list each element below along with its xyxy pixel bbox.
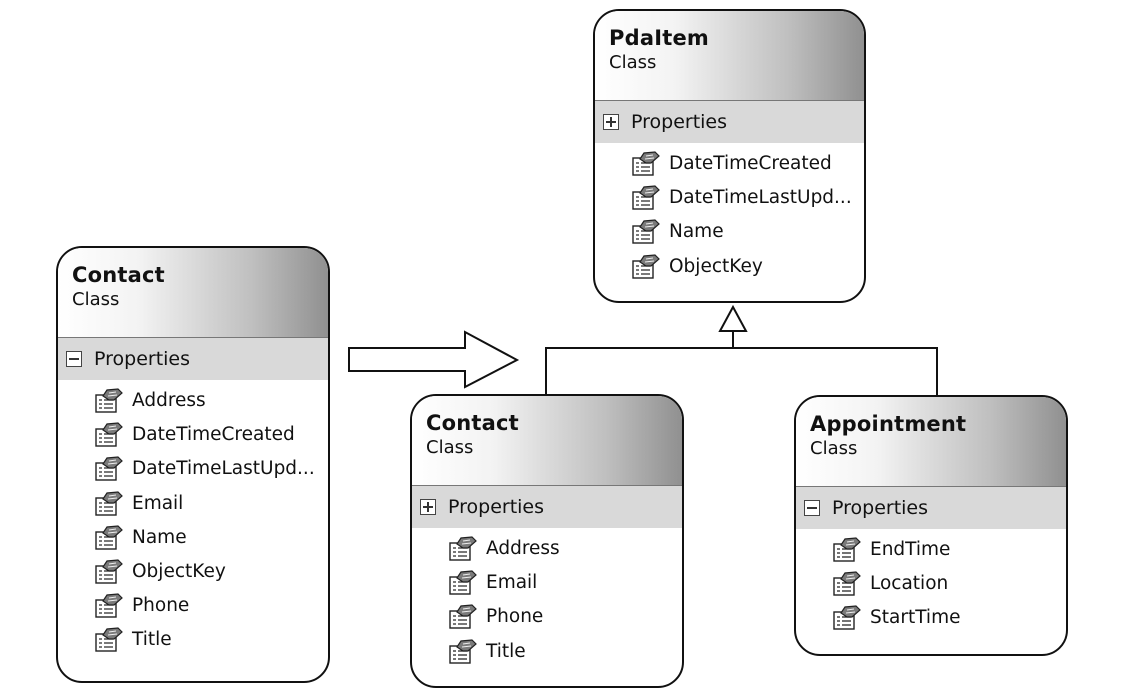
property-icon [94,388,124,414]
section-label: Properties [631,111,728,133]
property-item[interactable]: ObjectKey [595,250,864,284]
property-label: Name [669,221,724,243]
property-icon [832,571,862,597]
properties-section[interactable]: Properties [595,101,864,143]
class-box-pdaitem[interactable]: PdaItem Class Properties DateTimeCreated… [593,9,866,303]
property-label: Phone [486,606,544,628]
collapse-icon[interactable] [804,500,820,516]
property-label: Address [132,390,206,412]
properties-section[interactable]: Properties [412,486,682,528]
collapse-icon[interactable] [66,351,82,367]
property-item[interactable]: Name [595,215,864,249]
class-header: Contact Class [58,248,328,338]
property-label: StartTime [870,607,961,629]
class-header: Appointment Class [796,397,1066,487]
class-name: Contact [426,411,519,435]
expand-icon[interactable] [603,114,619,130]
property-item[interactable]: Address [412,532,682,566]
property-label: DateTimeLastUpd... [669,187,852,209]
property-item[interactable]: Name [58,521,328,555]
property-icon [94,422,124,448]
property-icon [94,627,124,653]
property-label: Name [132,526,187,548]
inheritance-line-appointment [733,347,938,396]
property-item[interactable]: Phone [412,600,682,634]
property-item[interactable]: DateTimeLastUpd... [58,452,328,486]
property-label: Location [870,573,949,595]
section-label: Properties [94,348,191,370]
property-icon [448,639,478,665]
property-label: DateTimeCreated [132,424,295,446]
property-label: Phone [132,595,190,617]
property-icon [94,456,124,482]
property-icon [631,151,661,177]
property-icon [631,185,661,211]
property-label: Title [486,640,526,662]
property-item[interactable]: DateTimeCreated [58,418,328,452]
property-item[interactable]: Phone [58,589,328,623]
properties-section[interactable]: Properties [796,487,1066,529]
class-name: Contact [72,263,165,287]
property-icon [832,537,862,563]
expand-icon[interactable] [420,499,436,515]
property-icon [94,491,124,517]
property-label: Email [486,572,538,594]
class-header: PdaItem Class [595,11,864,101]
property-label: DateTimeLastUpd... [132,458,315,480]
class-kind: Class [810,438,858,459]
property-icon [832,605,862,631]
property-icon [448,536,478,562]
property-item[interactable]: StartTime [796,601,1066,635]
property-icon [94,559,124,585]
property-icon [94,525,124,551]
inheritance-line-contact [545,347,733,394]
property-item[interactable]: Title [58,623,328,657]
class-name: PdaItem [609,26,709,50]
property-item[interactable]: Email [412,566,682,600]
property-item[interactable]: Location [796,567,1066,601]
property-label: Title [132,629,172,651]
property-icon [631,219,661,245]
class-header: Contact Class [412,396,682,486]
class-kind: Class [609,52,657,73]
class-name: Appointment [810,412,967,436]
property-item[interactable]: Title [412,635,682,669]
section-label: Properties [832,497,929,519]
section-label: Properties [448,496,545,518]
property-label: DateTimeCreated [669,153,832,175]
property-icon [448,604,478,630]
inheritance-arrowhead [718,304,748,332]
property-label: Email [132,492,184,514]
property-label: ObjectKey [132,561,226,583]
property-item[interactable]: Email [58,487,328,521]
property-label: ObjectKey [669,255,763,277]
property-item[interactable]: DateTimeLastUpd... [595,181,864,215]
property-item[interactable]: EndTime [796,533,1066,567]
class-kind: Class [72,289,120,310]
property-label: Address [486,538,560,560]
class-kind: Class [426,437,474,458]
property-icon [448,570,478,596]
property-icon [631,254,661,280]
property-item[interactable]: DateTimeCreated [595,147,864,181]
property-icon [94,593,124,619]
property-label: EndTime [870,539,951,561]
refactor-arrow [348,330,520,389]
property-item[interactable]: ObjectKey [58,555,328,589]
properties-section[interactable]: Properties [58,338,328,380]
property-item[interactable]: Address [58,384,328,418]
